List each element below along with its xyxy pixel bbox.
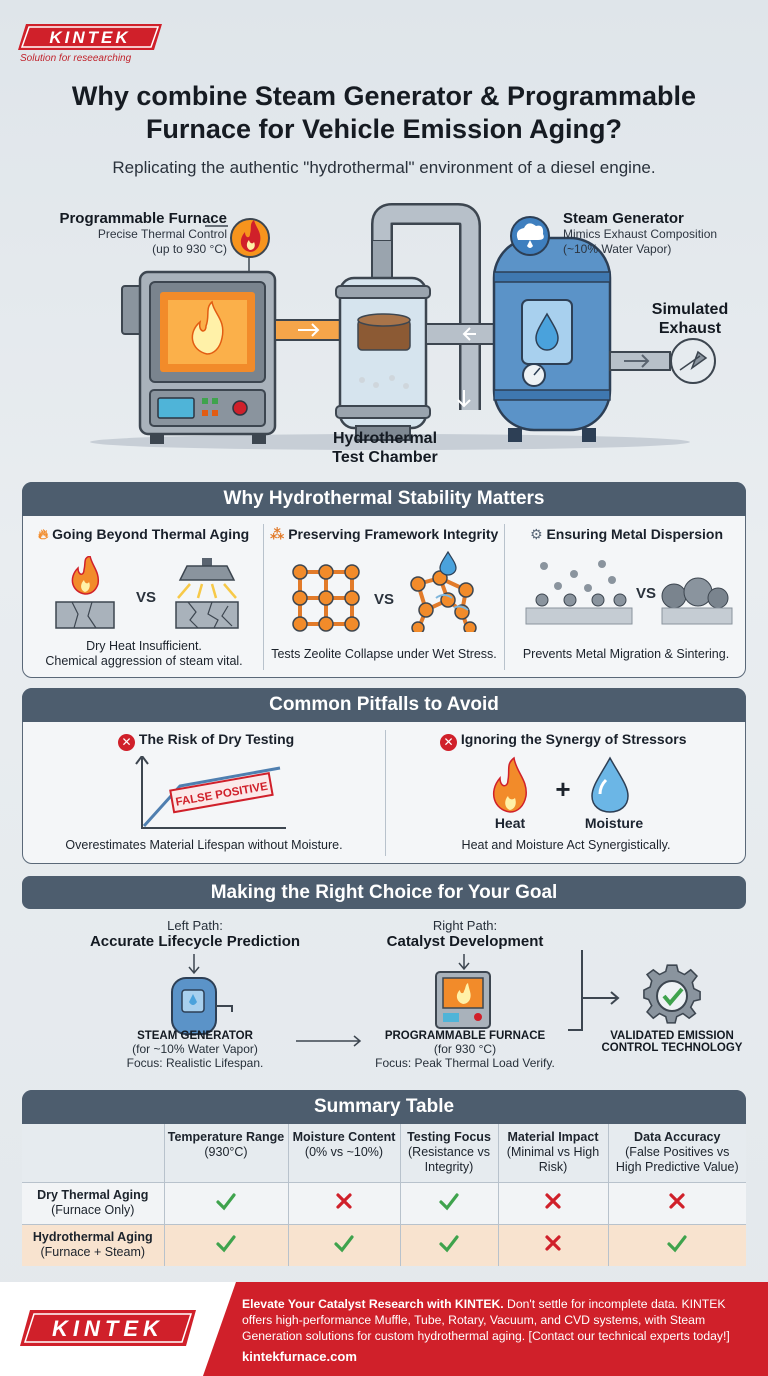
table-cell — [288, 1223, 401, 1266]
divider — [263, 524, 264, 670]
molecule-icon: ⁂ — [270, 526, 285, 542]
column-header: Data Accuracy(False Positives vs High Pr… — [608, 1124, 746, 1182]
page-title: Why combine Steam Generator & Programmab… — [71, 81, 697, 144]
svg-text:VS: VS — [136, 589, 156, 606]
stability-heading: Why Hydrothermal Stability Matters — [22, 482, 746, 516]
footer-cta-text: Elevate Your Catalyst Research with KINT… — [242, 1297, 730, 1343]
row-header: Hydrothermal Aging(Furnace + Steam) — [22, 1223, 165, 1266]
footer-kintek-logo: KINTEK — [20, 1310, 196, 1346]
validated-gear-icon — [643, 964, 701, 1024]
stability-col-1-title: 🔥︎ Going Beyond Thermal Aging — [38, 526, 250, 542]
table-cell — [498, 1223, 609, 1266]
left-path-device: STEAM GENERATOR (for ~10% Water Vapor) F… — [126, 1030, 264, 1070]
divider — [385, 730, 386, 856]
right-path-label: Right Path: Catalyst Development — [386, 918, 544, 950]
table-cell — [498, 1181, 609, 1224]
stability-col-3-title: ⚙︎ Ensuring Metal Dispersion — [530, 526, 724, 542]
table-cell — [400, 1181, 499, 1224]
error-icon: ✕ — [118, 734, 135, 751]
table-row: Hydrothermal Aging(Furnace + Steam) — [22, 1223, 746, 1266]
framework-vs-illustration: VS — [292, 550, 477, 632]
thermal-vs-illustration: VS — [55, 556, 239, 629]
result-label: VALIDATED EMISSION CONTROL TECHNOLOGY — [601, 1030, 743, 1054]
left-path-label: Left Path: Accurate Lifecycle Prediction — [89, 918, 301, 950]
svg-text:VS: VS — [374, 591, 394, 608]
table-cell — [608, 1181, 746, 1224]
water-drop-icon — [591, 756, 629, 813]
divider — [504, 524, 505, 670]
furnace-illustration — [121, 270, 277, 444]
test-chamber-illustration — [335, 203, 481, 441]
check-icon — [439, 1235, 459, 1253]
heat-label: Heat — [494, 815, 526, 831]
summary-table: Temperature Range(930°C) Moisture Conten… — [22, 1124, 746, 1266]
row-header: Dry Thermal Aging(Furnace Only) — [22, 1181, 165, 1224]
gear-icon: ⚙︎ — [530, 526, 543, 542]
furnace-icon — [435, 971, 491, 1029]
column-header: Moisture Content(0% vs ~10%) — [288, 1124, 401, 1182]
column-header: Material Impact(Minimal vs High Risk) — [498, 1124, 609, 1182]
stability-col-1-caption: Dry Heat Insufficient. Chemical aggressi… — [45, 639, 243, 668]
svg-text:KINTEK: KINTEK — [52, 1316, 164, 1341]
check-icon — [216, 1193, 236, 1211]
page-subtitle: Replicating the authentic "hydrothermal"… — [112, 158, 656, 177]
dry-testing-chart: FALSE POSITIVE — [135, 756, 286, 829]
check-icon — [216, 1235, 236, 1253]
table-cell — [608, 1223, 746, 1266]
kintek-logo: KINTEK — [18, 24, 162, 50]
summary-heading: Summary Table — [22, 1090, 746, 1124]
table-header-row: Temperature Range(930°C) Moisture Conten… — [22, 1124, 746, 1182]
pitfalls-left-title: ✕ The Risk of Dry Testing — [118, 731, 294, 751]
flame-icon: 🔥︎ — [38, 526, 49, 542]
choice-heading: Making the Right Choice for Your Goal — [22, 876, 746, 909]
steam-generator-illustration — [492, 236, 612, 442]
column-header: Temperature Range(930°C) — [164, 1124, 289, 1182]
choice-diagram — [171, 950, 701, 1035]
brand-tagline: Solution for reseearching — [20, 53, 132, 64]
error-icon: ✕ — [440, 734, 457, 751]
table-cell — [164, 1181, 289, 1224]
footer-url-link[interactable]: kintekfurnace.com — [242, 1349, 357, 1364]
column-header: Testing Focus(Resistance vs Integrity) — [400, 1124, 499, 1182]
svg-text:+: + — [555, 774, 570, 804]
dispersion-vs-illustration: VS — [525, 560, 733, 625]
stability-col-3-caption: Prevents Metal Migration & Sintering. — [522, 647, 730, 661]
flame-icon — [230, 218, 270, 258]
table-row: Dry Thermal Aging(Furnace Only) — [22, 1181, 746, 1224]
right-path-device: PROGRAMMABLE FURNACE (for 930 °C) Focus:… — [375, 1030, 555, 1070]
table-cell — [288, 1181, 401, 1224]
hero-illustration — [90, 203, 716, 450]
check-icon — [667, 1235, 687, 1253]
table-cell — [164, 1223, 289, 1266]
logo-text: KINTEK — [49, 28, 130, 47]
choice-arrow — [296, 1035, 362, 1047]
svg-text:VS: VS — [636, 585, 656, 602]
cross-icon — [336, 1193, 352, 1209]
moisture-label: Moisture — [584, 815, 644, 831]
check-icon — [334, 1235, 354, 1253]
chamber-label: Hydrothermal Test Chamber — [332, 430, 438, 466]
cross-icon — [545, 1193, 561, 1209]
cross-icon — [669, 1193, 685, 1209]
pitfalls-right-title: ✕ Ignoring the Synergy of Stressors — [440, 731, 687, 751]
pitfalls-right-caption: Heat and Moisture Act Synergistically. — [461, 838, 671, 852]
synergy-illustration: + — [492, 756, 629, 813]
furnace-label: Programmable Furnace Precise Thermal Con… — [59, 210, 227, 256]
pitfalls-left-caption: Overestimates Material Lifespan without … — [65, 838, 343, 852]
stability-col-2-title: ⁂ Preserving Framework Integrity — [270, 526, 499, 542]
table-corner — [22, 1124, 165, 1182]
cloud-drop-icon — [510, 216, 550, 256]
steam-generator-icon — [171, 977, 233, 1035]
cross-icon — [545, 1235, 561, 1251]
check-icon — [439, 1193, 459, 1211]
flame-icon — [492, 756, 527, 813]
table-cell — [400, 1223, 499, 1266]
stability-col-2-caption: Tests Zeolite Collapse under Wet Stress. — [271, 647, 497, 661]
pitfalls-heading: Common Pitfalls to Avoid — [22, 688, 746, 722]
exhaust-label: Simulated Exhaust — [651, 301, 729, 337]
steam-generator-label: Steam Generator Mimics Exhaust Compositi… — [563, 210, 718, 256]
